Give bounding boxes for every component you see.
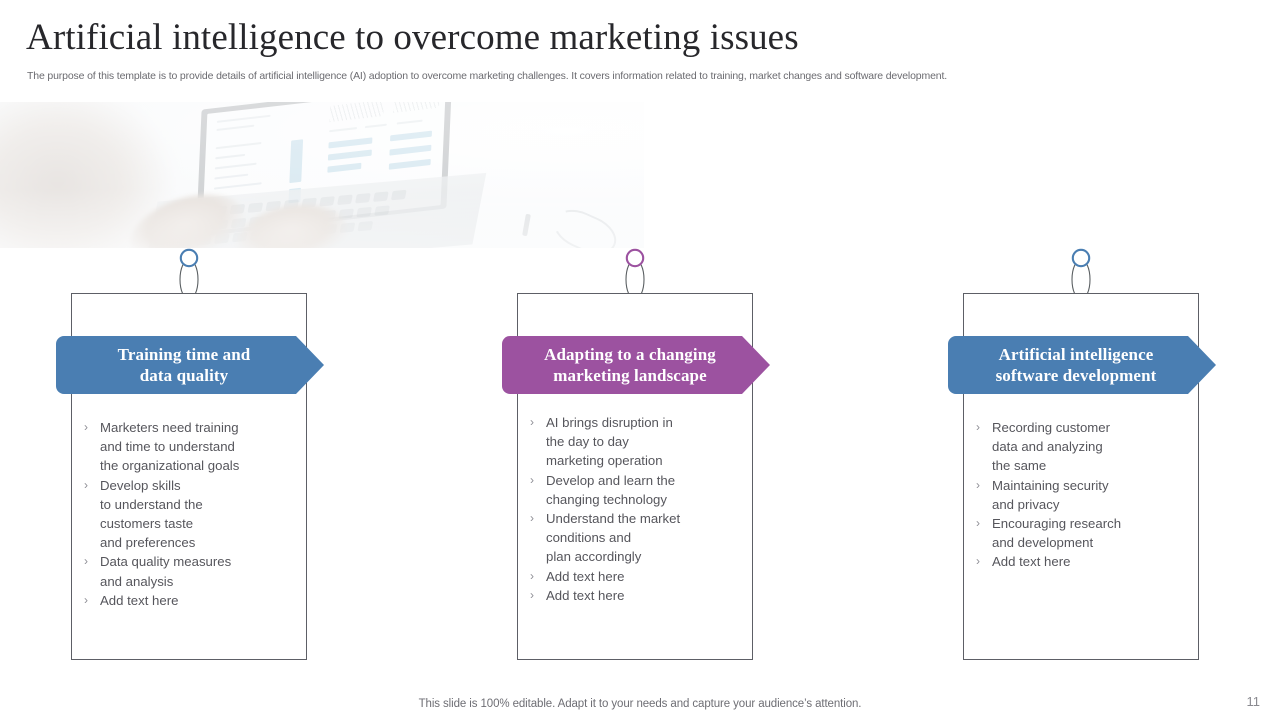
- list-item-text: Marketers need training and time to unde…: [100, 420, 240, 474]
- banner-artificial-intelligence-software-development[interactable]: Artificial intelligence software develop…: [948, 336, 1218, 394]
- chevron-right-icon: ›: [530, 511, 534, 526]
- list-item-text: Develop skills to understand the custome…: [100, 477, 203, 551]
- list-item: › Maintaining security and privacy: [976, 476, 1194, 514]
- chevron-right-icon: ›: [84, 592, 88, 607]
- list-item: › Marketers need training and time to un…: [84, 418, 302, 476]
- list-item-text: Add text here: [546, 587, 625, 603]
- list-item: › Recording customer data and analyzing …: [976, 418, 1194, 476]
- list-item: › Add text here: [530, 567, 748, 586]
- list-item: › Add text here: [530, 586, 748, 605]
- chevron-right-icon: ›: [84, 420, 88, 434]
- banner-adapting-to-a-changing-marketing-landscape[interactable]: Adapting to a changing marketing landsca…: [502, 336, 772, 394]
- list-item: › Encouraging research and development: [976, 514, 1194, 552]
- page-subtitle: The purpose of this template is to provi…: [27, 70, 947, 82]
- list-item-text: Maintaining security and privacy: [992, 477, 1109, 512]
- banner-label: Artificial intelligence software develop…: [995, 345, 1157, 385]
- list-item: › Develop skills to understand the custo…: [84, 476, 302, 553]
- banner-label: Training time and data quality: [117, 345, 251, 385]
- chevron-right-icon: ›: [84, 554, 88, 569]
- list-item-text: Recording customer data and analyzing th…: [992, 420, 1111, 474]
- list-item-text: Add text here: [992, 554, 1071, 570]
- footer-note: This slide is 100% editable. Adapt it to…: [418, 698, 862, 710]
- bullet-list-adapting-to-a-changing-marketing-landscape: › AI brings disruption in the day to day…: [530, 413, 748, 605]
- hero-image: [0, 102, 644, 248]
- chevron-right-icon: ›: [530, 568, 534, 583]
- list-item: › Add text here: [976, 552, 1194, 571]
- list-item: › Understand the market conditions and p…: [530, 509, 748, 567]
- bullet-list-training-time-and-data-quality: › Marketers need training and time to un…: [84, 418, 302, 610]
- list-item: › Data quality measures and analysis: [84, 552, 302, 590]
- bullet-list-artificial-intelligence-software-development: › Recording customer data and analyzing …: [976, 418, 1194, 572]
- list-item-text: Data quality measures and analysis: [100, 554, 232, 589]
- list-item: › Develop and learn the changing technol…: [530, 471, 748, 509]
- chevron-right-icon: ›: [530, 472, 534, 487]
- list-item: › Add text here: [84, 591, 302, 610]
- page-title: Artificial intelligence to overcome mark…: [26, 17, 799, 58]
- banner-arrow-shape: [948, 336, 1216, 394]
- page-number: 11: [1246, 694, 1261, 709]
- photo-fade-overlay: [0, 102, 644, 248]
- list-item-text: Understand the market conditions and pla…: [546, 511, 681, 565]
- chevron-right-icon: ›: [84, 477, 88, 492]
- banner-arrow-shape: [56, 336, 324, 394]
- banner-training-time-and-data-quality[interactable]: Training time and data quality: [56, 336, 326, 394]
- list-item-text: Add text here: [100, 592, 179, 608]
- banner-arrow-shape: [502, 336, 770, 394]
- banner-label: Adapting to a changing marketing landsca…: [544, 345, 716, 385]
- chevron-right-icon: ›: [976, 516, 980, 531]
- chevron-right-icon: ›: [530, 415, 534, 429]
- list-item-text: AI brings disruption in the day to day m…: [546, 415, 673, 469]
- chevron-right-icon: ›: [976, 554, 980, 569]
- list-item: › AI brings disruption in the day to day…: [530, 413, 748, 471]
- list-item-text: Add text here: [546, 568, 625, 584]
- list-item-text: Encouraging research and development: [992, 516, 1122, 551]
- list-item-text: Develop and learn the changing technolog…: [546, 472, 676, 507]
- chevron-right-icon: ›: [976, 420, 980, 434]
- chevron-right-icon: ›: [976, 477, 980, 492]
- chevron-right-icon: ›: [530, 587, 534, 602]
